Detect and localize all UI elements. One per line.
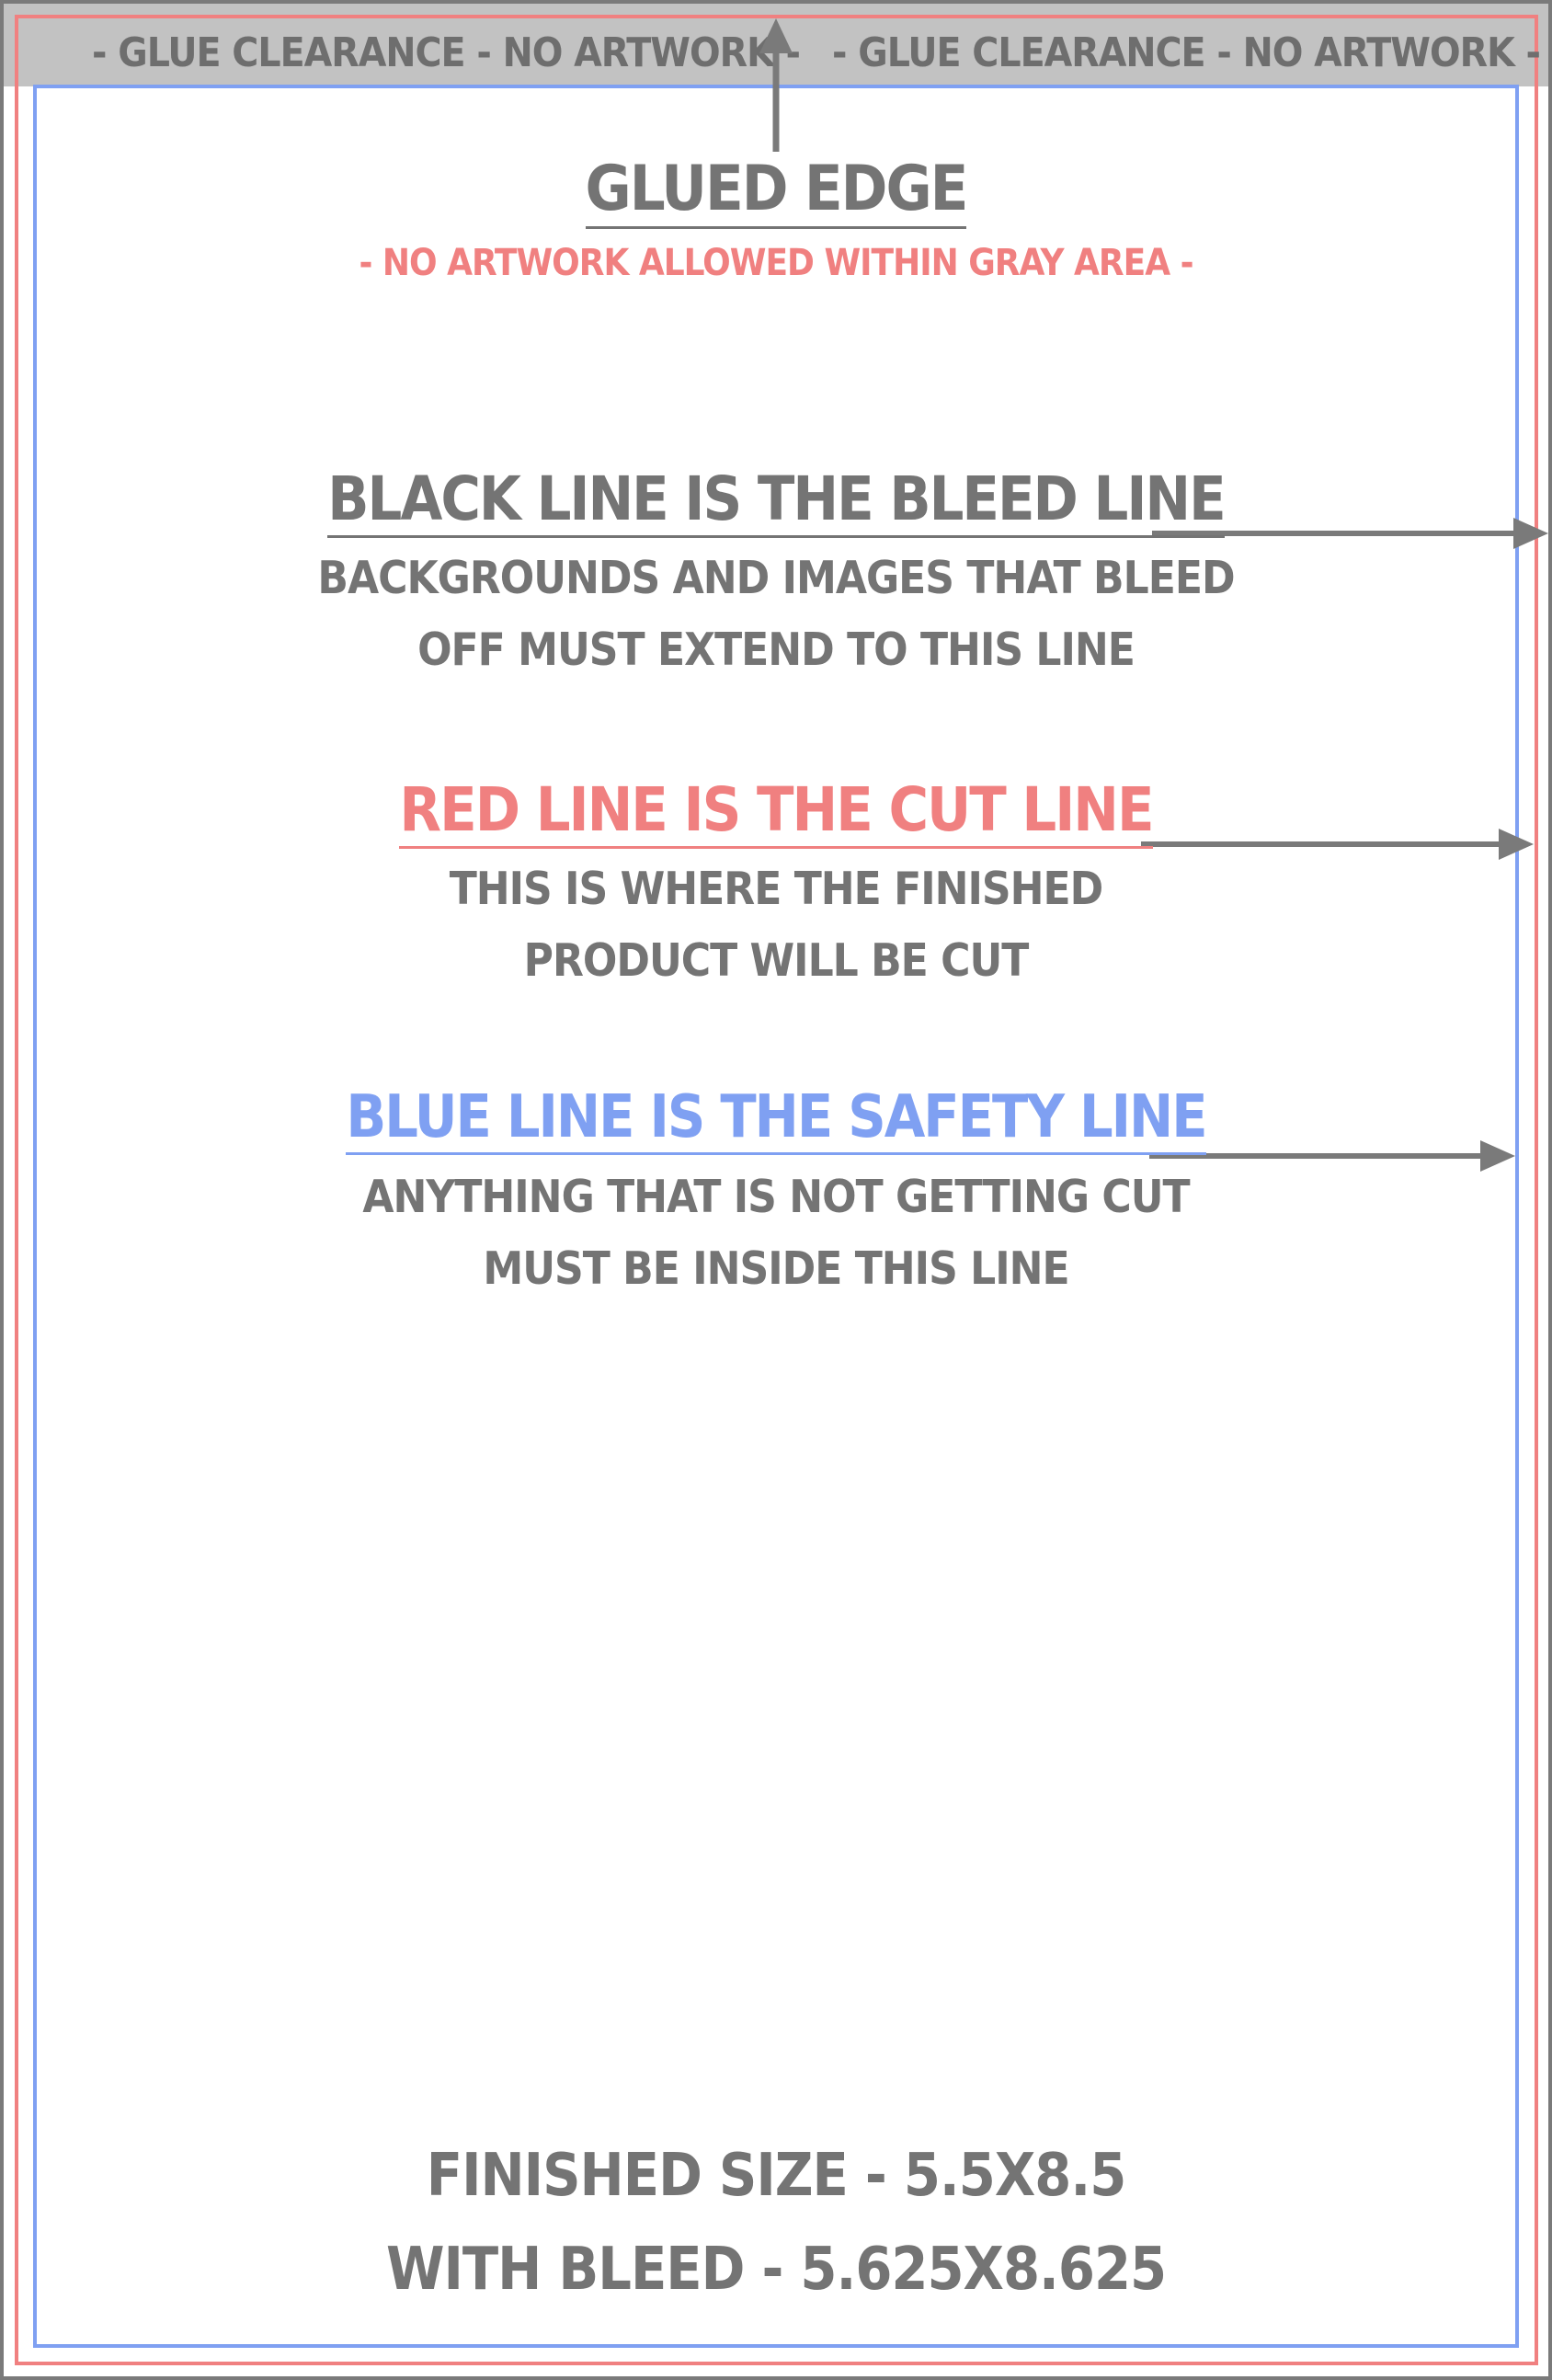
bleed-line-desc-2: OFF MUST EXTEND TO THIS LINE: [417, 624, 1135, 676]
bleed-line-title: BLACK LINE IS THE BLEED LINE: [327, 469, 1227, 538]
glued-edge-note-block: - NO ARTWORK ALLOWED WITHIN GRAY AREA -: [0, 245, 1552, 281]
cut-line: [15, 15, 1538, 2365]
bleed-line-desc-2-block: OFF MUST EXTEND TO THIS LINE: [0, 627, 1552, 672]
glued-edge-note: - NO ARTWORK ALLOWED WITHIN GRAY AREA -: [359, 242, 1193, 284]
safety-line-title: BLUE LINE IS THE SAFETY LINE: [346, 1088, 1208, 1155]
cut-line-desc-1-block: THIS IS WHERE THE FINISHED: [0, 866, 1552, 911]
glue-clearance-label-left: - GLUE CLEARANCE - NO ARTWORK -: [92, 29, 801, 76]
cut-line-desc-1: THIS IS WHERE THE FINISHED: [449, 863, 1104, 915]
safety-line-section: BLUE LINE IS THE SAFETY LINE: [0, 1088, 1552, 1155]
cut-line-title: RED LINE IS THE CUT LINE: [399, 780, 1155, 849]
bleed-line-section: BLACK LINE IS THE BLEED LINE: [0, 469, 1552, 538]
arrow-up-icon: [759, 18, 793, 152]
safety-line-desc-1-block: ANYTHING THAT IS NOT GETTING CUT: [0, 1174, 1552, 1219]
safety-line-desc-2-block: MUST BE INSIDE THIS LINE: [0, 1246, 1552, 1291]
bleed-line-desc-1-block: BACKGROUNDS AND IMAGES THAT BLEED: [0, 555, 1552, 601]
arrow-right-icon: [1149, 1140, 1515, 1172]
safety-line-desc-2: MUST BE INSIDE THIS LINE: [483, 1242, 1069, 1295]
bleed-size: WITH BLEED - 5.625X8.625: [385, 2236, 1167, 2304]
cut-line-desc-2-block: PRODUCT WILL BE CUT: [0, 938, 1552, 983]
arrow-right-icon: [1152, 518, 1548, 549]
bleed-size-block: WITH BLEED - 5.625X8.625: [0, 2240, 1552, 2299]
cut-line-desc-2: PRODUCT WILL BE CUT: [523, 934, 1030, 987]
glue-clearance-label-right: - GLUE CLEARANCE - NO ARTWORK -: [832, 29, 1541, 76]
bleed-line-desc-1: BACKGROUNDS AND IMAGES THAT BLEED: [317, 552, 1235, 604]
glued-edge-title: GLUED EDGE: [585, 158, 968, 229]
cut-line-section: RED LINE IS THE CUT LINE: [0, 780, 1552, 849]
finished-size: FINISHED SIZE - 5.5X8.5: [426, 2142, 1127, 2210]
finished-size-block: FINISHED SIZE - 5.5X8.5: [0, 2146, 1552, 2205]
arrow-right-icon: [1141, 829, 1534, 860]
safety-line-desc-1: ANYTHING THAT IS NOT GETTING CUT: [362, 1171, 1190, 1223]
glued-edge-block: GLUED EDGE: [0, 158, 1552, 229]
